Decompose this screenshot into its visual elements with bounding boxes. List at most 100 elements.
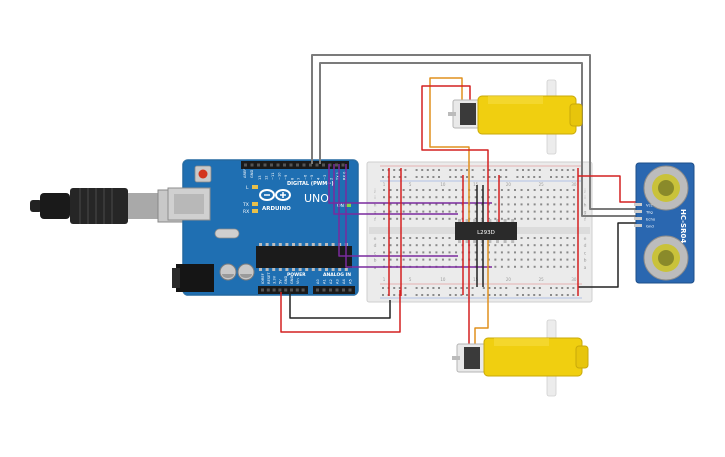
column-number: 15 (473, 277, 479, 282)
column-number: 5 (409, 277, 412, 282)
digital-pin-label: 8 (291, 177, 295, 180)
digital-pin-label: 12 (265, 175, 269, 180)
row-letter: f (584, 217, 586, 223)
digital-pin-label: ~3 (323, 175, 327, 180)
power-pin-label: 3.3V (273, 275, 277, 284)
wire-echo (319, 62, 640, 217)
row-letter: d (374, 243, 377, 249)
row-letter: b (584, 258, 587, 264)
column-number: 25 (539, 182, 545, 187)
usb-cable (30, 188, 191, 224)
dc-motor-top[interactable] (448, 79, 583, 155)
dc-motor-bottom[interactable] (452, 319, 589, 397)
reset-button[interactable] (194, 165, 212, 183)
column-number: 25 (539, 277, 545, 282)
column-number: 30 (571, 277, 577, 282)
power-pin-label: Vin (296, 278, 300, 284)
sensor-pin-label: Echo (646, 217, 656, 222)
wire-trig (311, 54, 640, 210)
led-on (345, 203, 351, 207)
transducer (643, 235, 689, 281)
analog-header (313, 286, 355, 294)
row-letter: e (584, 237, 587, 242)
arduino-model-label: UNO (304, 192, 329, 205)
wire-motor1-b (421, 85, 489, 222)
digital-pin-label: ~5 (310, 175, 314, 180)
power-pin-label: RESET (267, 272, 271, 284)
led-rx (252, 209, 258, 213)
power-pin-label: GND (290, 276, 294, 284)
column-number: 20 (506, 277, 512, 282)
digital-pin-label: ~10 (278, 172, 282, 180)
row-letter: i (374, 195, 375, 201)
led-l-label: L (246, 185, 249, 191)
row-letter: c (584, 251, 587, 256)
aref-label: AREF (243, 169, 247, 178)
column-number: 10 (440, 182, 446, 187)
sensor-pin-label: Trig (645, 210, 653, 215)
column-number: 15 (473, 182, 479, 187)
gnd-label: GND (250, 170, 254, 178)
row-letter: b (374, 258, 377, 264)
row-letter: a (374, 266, 377, 271)
wires (280, 54, 640, 348)
column-number: 20 (506, 182, 512, 187)
column-number: 1 (383, 277, 386, 282)
arduino-uno-board: ARDUINO UNO L TX RX ON DIGITAL (PWM~) 13… (167, 159, 359, 296)
digital-header (241, 161, 349, 169)
led-on-label: ON (337, 203, 344, 209)
power-pin-label: GND (284, 276, 288, 284)
column-number: 5 (409, 182, 412, 187)
row-letter: d (584, 243, 587, 249)
row-letter: c (374, 251, 377, 256)
row-letter: j (373, 188, 375, 194)
digital-pin-label: 7 (297, 178, 301, 180)
row-letter: f (374, 217, 376, 223)
digital-pin-label: TX 1 (336, 172, 340, 181)
digital-pin-label: ~11 (271, 172, 275, 180)
digital-pin-label: RX 0 (343, 171, 347, 180)
column-number: 30 (571, 182, 577, 187)
analog-pin-label: A3 (336, 279, 340, 284)
row-letter: h (584, 202, 587, 208)
led-l (252, 185, 258, 189)
wire-in2 (333, 164, 458, 215)
l293d-ic[interactable]: L293D (455, 219, 517, 243)
wire-sensor-gnd (578, 222, 640, 288)
analog-pin-label: A4 (342, 279, 346, 284)
column-number: 1 (383, 182, 386, 187)
arduino-logo (259, 189, 291, 201)
column-number: 10 (440, 277, 446, 282)
power-header (258, 286, 308, 294)
digital-header-label: DIGITAL (PWM~) (287, 181, 334, 187)
wire-motor1-a (429, 77, 470, 222)
wire-in1 (328, 164, 492, 204)
row-letter: a (584, 266, 587, 271)
sensor-pin-label: Gnd (646, 224, 654, 229)
analog-pin-label: A1 (323, 279, 327, 284)
analog-header-label: ANALOG IN (323, 272, 351, 278)
power-pin-label: 5V (278, 279, 282, 284)
digital-pin-label: 4 (317, 177, 321, 180)
digital-pin-label: ~6 (304, 174, 308, 180)
transducer (643, 165, 689, 211)
atmega-chip (256, 243, 352, 271)
analog-pin-label: A5 (349, 279, 353, 284)
ic-label: L293D (477, 230, 495, 236)
led-tx-label: TX (242, 202, 249, 208)
wire-in3 (338, 164, 458, 257)
power-jack (176, 264, 214, 292)
wire-sensor-vcc (578, 175, 640, 203)
led-rx-label: RX (243, 209, 249, 215)
sensor-model-label: HC-SR04 (679, 209, 687, 243)
analog-pin-label: A2 (329, 279, 333, 284)
row-letter: h (374, 202, 377, 208)
